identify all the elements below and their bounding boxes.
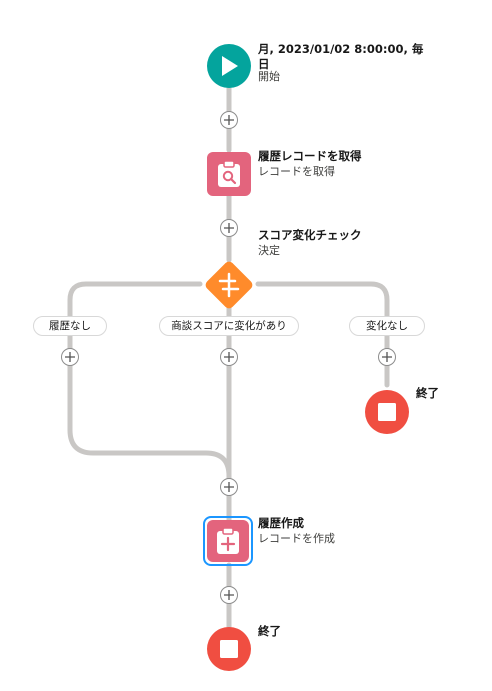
plus-icon	[382, 352, 392, 362]
end-node-bottom[interactable]	[207, 627, 251, 671]
create-record-node[interactable]	[207, 520, 249, 562]
decision-subtitle: 決定	[258, 244, 280, 257]
branch-label-score-changed[interactable]: 商談スコアに変化があり	[159, 316, 299, 336]
end-node-right-title: 終了	[416, 386, 439, 400]
plus-icon	[65, 352, 75, 362]
add-element-button[interactable]	[220, 478, 238, 496]
clipboard-plus-icon	[217, 527, 239, 554]
get-records-node[interactable]	[207, 152, 251, 196]
branch-label-no-change[interactable]: 変化なし	[349, 316, 425, 336]
add-element-button[interactable]	[220, 348, 238, 366]
decision-node[interactable]	[199, 255, 259, 315]
stop-icon	[220, 640, 238, 658]
add-element-button[interactable]	[220, 219, 238, 237]
get-records-title: 履歴レコードを取得	[258, 149, 362, 163]
create-record-subtitle: レコードを作成	[258, 532, 335, 545]
get-records-subtitle: レコードを取得	[258, 165, 335, 178]
add-element-button[interactable]	[220, 586, 238, 604]
play-icon	[222, 56, 238, 76]
end-node-bottom-title: 終了	[258, 624, 281, 638]
end-node-right[interactable]	[365, 390, 409, 434]
start-node-title: 月, 2023/01/02 8:00:00, 毎日	[258, 42, 424, 71]
add-element-button[interactable]	[220, 111, 238, 129]
decision-title: スコア変化チェック	[258, 228, 362, 242]
start-node-subtitle: 開始	[258, 70, 280, 83]
plus-icon	[224, 223, 234, 233]
branch-label-no-history[interactable]: 履歴なし	[33, 316, 107, 336]
plus-icon	[224, 352, 234, 362]
plus-icon	[224, 482, 234, 492]
plus-icon	[224, 590, 234, 600]
plus-icon	[224, 115, 234, 125]
add-element-button[interactable]	[378, 348, 396, 366]
stop-icon	[378, 403, 396, 421]
decision-icon	[205, 261, 253, 309]
create-record-title: 履歴作成	[258, 516, 304, 530]
start-node[interactable]	[207, 44, 251, 88]
clipboard-search-icon	[218, 160, 240, 187]
add-element-button[interactable]	[61, 348, 79, 366]
create-record-selection-outline	[203, 516, 253, 566]
